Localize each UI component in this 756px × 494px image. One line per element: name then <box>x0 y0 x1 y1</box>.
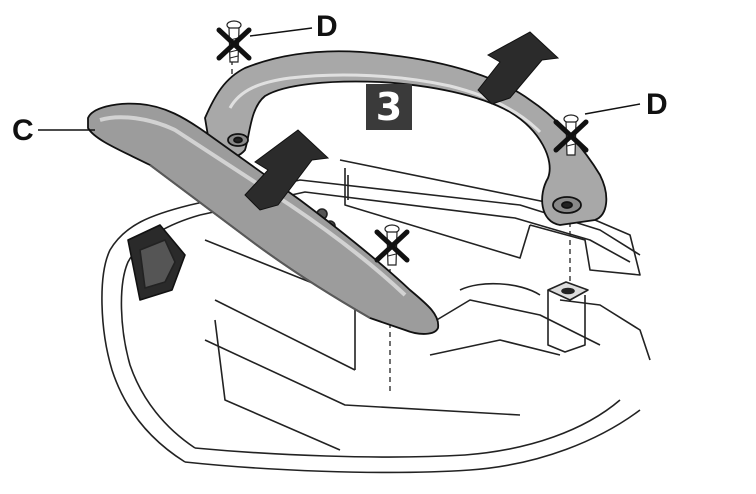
label-screw-d-left: D <box>316 10 338 43</box>
step-number-badge: 3 <box>366 84 412 130</box>
lift-arrow-right <box>477 31 560 105</box>
leader-lines <box>38 27 641 131</box>
cross-mark-icon <box>553 119 589 153</box>
screw-d-right <box>553 114 589 156</box>
lift-arrows <box>244 31 560 211</box>
side-handle-c <box>87 102 440 335</box>
cross-mark-icon <box>216 27 252 61</box>
lift-arrow-left <box>244 129 330 211</box>
screw-d-left <box>216 20 252 63</box>
case-body <box>101 159 651 474</box>
label-part-c: C <box>12 114 34 147</box>
screw-center <box>374 224 410 266</box>
label-screw-d-right: D <box>646 88 668 121</box>
cross-mark-icon <box>374 229 410 263</box>
